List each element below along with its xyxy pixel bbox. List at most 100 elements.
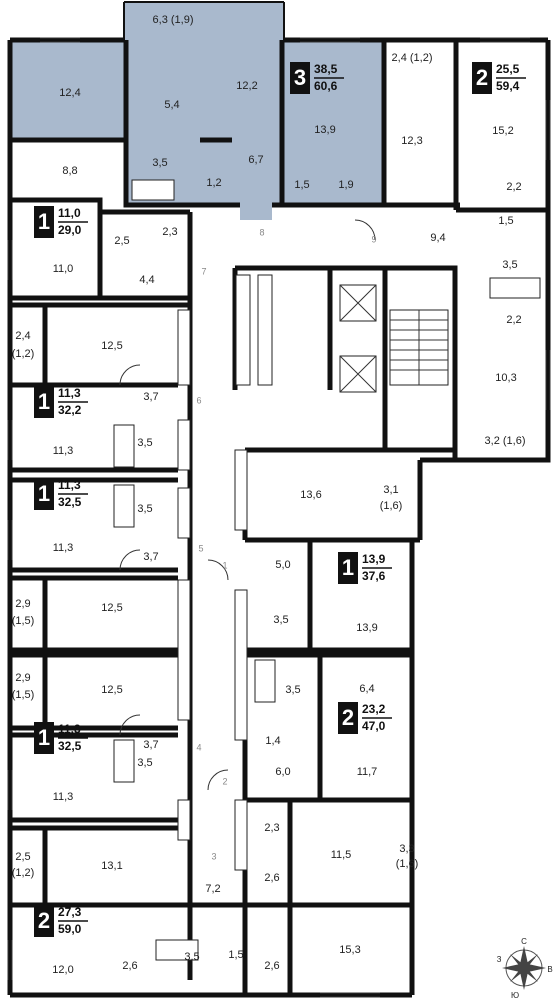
highlight-area bbox=[10, 2, 384, 220]
windows bbox=[7, 37, 551, 998]
living-area: 13,9 bbox=[362, 552, 386, 566]
room-area-label: 11,3 bbox=[53, 445, 74, 457]
room-area-label: 3,5 bbox=[502, 259, 517, 271]
outer-wall-east-top bbox=[420, 40, 551, 463]
room-area-label: 11,3 bbox=[53, 542, 74, 554]
wall-a08 bbox=[10, 652, 178, 731]
living-area: 27,3 bbox=[58, 905, 82, 919]
compass-west: З bbox=[497, 955, 502, 964]
entrance-number: 4 bbox=[196, 742, 201, 752]
room-area-label: 3,5 bbox=[137, 503, 152, 515]
room-area-label: 6,4 bbox=[359, 683, 374, 695]
wall-a04 bbox=[10, 302, 190, 388]
badge-box bbox=[290, 62, 310, 94]
wall-a05 bbox=[7, 390, 178, 473]
total-area: 60,6 bbox=[314, 79, 338, 93]
badge-box bbox=[34, 478, 54, 510]
entrance-number: 6 bbox=[196, 395, 201, 405]
entrance-number: 9 bbox=[371, 234, 376, 244]
room-area-label: 1,4 bbox=[265, 735, 280, 747]
total-area: 59,4 bbox=[496, 79, 520, 93]
room-count: 3 bbox=[294, 65, 306, 90]
living-area: 23,2 bbox=[362, 702, 386, 716]
room-area-label: (1,5) bbox=[12, 615, 35, 627]
apartment-badge[interactable]: 3 38,5 60,6 bbox=[290, 62, 344, 94]
living-area: 11,0 bbox=[58, 206, 81, 220]
bathtub-a01 bbox=[131, 179, 175, 201]
wall-a07 bbox=[10, 575, 178, 653]
apartment-badge[interactable]: 1 13,9 37,6 bbox=[338, 552, 392, 584]
shaft-column-1 bbox=[235, 274, 251, 386]
wall-east-south bbox=[242, 800, 293, 905]
room-area-label: 12,2 bbox=[236, 80, 257, 92]
entrance-number: 2 bbox=[222, 776, 227, 786]
room-area-label: 3,5 bbox=[137, 757, 152, 769]
room-area-label: 12,5 bbox=[101, 684, 122, 696]
window-north-1 bbox=[40, 37, 80, 43]
room-area-label: 2,4 (1,2) bbox=[392, 52, 433, 64]
badge-box bbox=[34, 905, 54, 937]
room-area-label: 2,2 bbox=[506, 314, 521, 326]
entrance-number: 1 bbox=[222, 560, 227, 570]
shaft-column-2 bbox=[257, 274, 273, 386]
room-area-label: (1,5) bbox=[12, 689, 35, 701]
total-area: 47,0 bbox=[362, 719, 386, 733]
room-area-label: 12,5 bbox=[101, 602, 122, 614]
total-area: 37,6 bbox=[362, 569, 386, 583]
room-count: 1 bbox=[38, 725, 50, 750]
shaft-west-3 bbox=[177, 487, 191, 539]
wall-a11 bbox=[240, 902, 412, 995]
total-area: 59,0 bbox=[58, 922, 82, 936]
room-area-label: 2,9 bbox=[15, 598, 30, 610]
shaft-east-1 bbox=[234, 449, 248, 531]
bathtub-a02 bbox=[489, 277, 541, 299]
badge-box bbox=[338, 552, 358, 584]
room-area-label: 11,5 bbox=[331, 849, 352, 861]
living-area: 11,3 bbox=[58, 478, 81, 492]
compass-rose: С Ю З В bbox=[497, 937, 553, 1000]
shaft-east-2 bbox=[234, 589, 248, 741]
compass-south: Ю bbox=[511, 991, 519, 1000]
interior-walls bbox=[7, 40, 548, 995]
fixtures bbox=[113, 179, 541, 961]
room-area-label: (1,2) bbox=[12, 867, 35, 879]
room-area-label: 15,3 bbox=[339, 944, 360, 956]
badge-box bbox=[34, 722, 54, 754]
living-area: 11,3 bbox=[58, 722, 81, 736]
living-area: 25,5 bbox=[496, 62, 520, 76]
total-area: 32,5 bbox=[58, 495, 82, 509]
shaft-west-1 bbox=[177, 309, 191, 386]
bathtub-a09 bbox=[113, 739, 135, 783]
room-count: 1 bbox=[342, 555, 354, 580]
room-area-label: 12,3 bbox=[401, 135, 422, 147]
wall-a02 bbox=[381, 40, 548, 213]
room-area-label: (1,6) bbox=[380, 500, 403, 512]
shaft-east-3 bbox=[234, 799, 248, 871]
window-west bbox=[7, 240, 13, 980]
bathtub-south bbox=[155, 939, 199, 961]
living-area: 38,5 bbox=[314, 62, 338, 76]
room-area-label: 1,5 bbox=[498, 215, 513, 227]
shaft-west-2 bbox=[177, 419, 191, 471]
room-area-label: 4,4 bbox=[139, 274, 154, 286]
shaft-west-4 bbox=[177, 579, 191, 721]
window-east bbox=[545, 100, 551, 410]
living-area: 11,3 bbox=[58, 386, 81, 400]
room-area-label: 11,0 bbox=[53, 263, 74, 275]
stair-steps bbox=[390, 310, 448, 385]
shaft-west-5 bbox=[177, 799, 191, 841]
room-area-label: 2,2 bbox=[506, 181, 521, 193]
entrance-number: 8 bbox=[259, 227, 264, 237]
room-area-label: 2,4 bbox=[15, 330, 30, 342]
room-area-label: (1,2) bbox=[12, 348, 35, 360]
room-area-label: 3,3 bbox=[399, 843, 414, 855]
entrance-number: 3 bbox=[211, 851, 216, 861]
